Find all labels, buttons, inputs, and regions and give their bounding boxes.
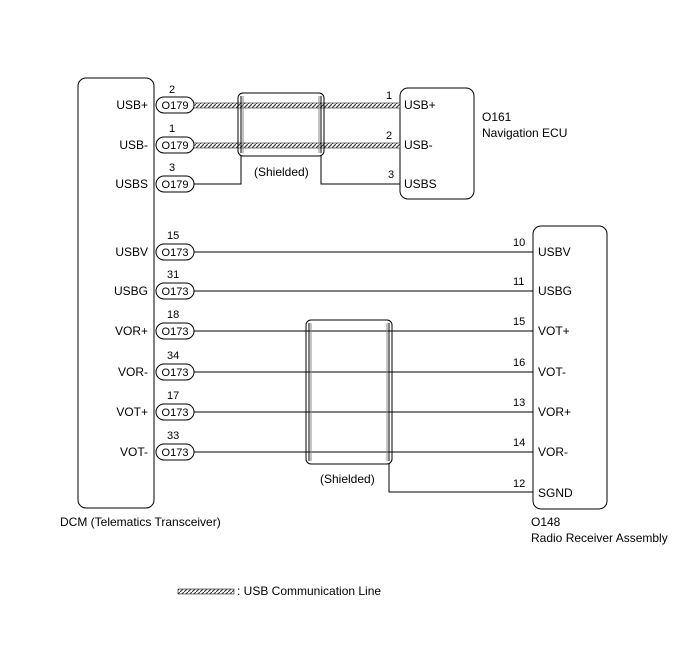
radio-pin-label: VOT+	[538, 324, 570, 338]
radio-pin-number: 15	[513, 316, 525, 328]
radio-pin-number: 10	[513, 237, 525, 249]
pin-number: 17	[167, 390, 179, 402]
connector-id: O173	[162, 326, 189, 338]
pin-number: 33	[167, 430, 179, 442]
connector-id: O179	[162, 100, 189, 112]
radio-receiver-id: O148	[531, 515, 561, 529]
connector-id: O173	[162, 447, 189, 459]
pin-number: 2	[169, 84, 175, 96]
connector-id: O173	[162, 247, 189, 259]
audio-shield	[305, 319, 393, 465]
radio-pin-number: 12	[513, 478, 525, 490]
radio-pin-number: 13	[513, 397, 525, 409]
dcm-pin-label: USBG	[114, 284, 148, 298]
dcm-connector-usbs: O179 3	[155, 162, 195, 193]
pin-number: 34	[167, 350, 179, 362]
audio-shield-label: (Shielded)	[320, 472, 375, 486]
connector-id: O173	[162, 367, 189, 379]
dcm-connector-usbg: O173 31	[155, 269, 195, 300]
usbs-drain-wire-dcm	[194, 156, 242, 185]
navigation-ecu-id: O161	[482, 110, 512, 124]
nav-pin-number: 1	[386, 90, 392, 102]
dcm-box	[77, 77, 155, 509]
dcm-pin-label: VOT+	[116, 405, 148, 419]
dcm-connector-vorp: O173 18	[155, 309, 195, 340]
nav-pin-label: USBS	[404, 177, 437, 191]
usb-plus-line	[193, 102, 401, 109]
radio-pin-label: VOT-	[538, 365, 566, 379]
connector-id: O179	[162, 140, 189, 152]
dcm-connector-votm: O173 33	[155, 430, 195, 461]
dcm-pin-label: VOR-	[118, 365, 148, 379]
radio-pin-label: VOR+	[538, 405, 571, 419]
dcm-connector-usbp: O179 2	[155, 84, 195, 114]
usb-shield-label: (Shielded)	[254, 165, 309, 179]
radio-pin-number: 16	[513, 357, 525, 369]
nav-pin-number: 2	[386, 130, 392, 142]
dcm-connector-usbv: O173 15	[155, 230, 195, 261]
connector-id: O179	[162, 179, 189, 191]
nav-pin-number: 3	[388, 169, 394, 181]
usb-shield	[237, 92, 325, 157]
dcm-pin-label: USBV	[115, 245, 148, 259]
nav-pin-label: USB+	[404, 98, 436, 112]
connector-id: O173	[162, 407, 189, 419]
usb-minus-line	[193, 142, 401, 149]
radio-pin-label: USBG	[538, 284, 572, 298]
dcm-pin-label: VOR+	[115, 324, 148, 338]
dcm-pin-label: VOT-	[120, 445, 148, 459]
radio-pin-number: 11	[513, 276, 524, 288]
connector-id: O173	[162, 286, 189, 298]
pin-number: 15	[167, 230, 179, 242]
radio-receiver-box	[532, 225, 608, 510]
pin-number: 1	[169, 123, 175, 135]
pin-number: 18	[167, 309, 179, 321]
usbs-drain-wire-nav	[320, 156, 400, 185]
dcm-connector-vorm: O173 34	[155, 350, 195, 381]
dcm-pin-label: USB-	[119, 138, 148, 152]
dcm-name: DCM (Telematics Transceiver)	[60, 515, 221, 529]
pin-number: 31	[167, 269, 179, 281]
radio-pin-label: USBV	[538, 245, 571, 259]
pin-number: 3	[169, 162, 175, 174]
navigation-ecu-name: Navigation ECU	[482, 126, 567, 140]
nav-pin-label: USB-	[404, 138, 433, 152]
dcm-connector-usbm: O179 1	[155, 123, 195, 154]
radio-pin-label: SGND	[538, 486, 573, 500]
dcm-pin-label: USBS	[115, 177, 148, 191]
radio-pin-number: 14	[513, 437, 525, 449]
dcm-pin-label: USB+	[116, 98, 148, 112]
sgnd-drain-wire	[388, 464, 533, 493]
legend-usb-line-swatch	[177, 588, 235, 595]
radio-wires	[194, 251, 533, 453]
radio-receiver-name: Radio Receiver Assembly	[531, 531, 668, 545]
radio-pin-label: VOR-	[538, 445, 568, 459]
dcm-connector-votp: O173 17	[155, 390, 195, 421]
legend-label: : USB Communication Line	[237, 584, 381, 598]
